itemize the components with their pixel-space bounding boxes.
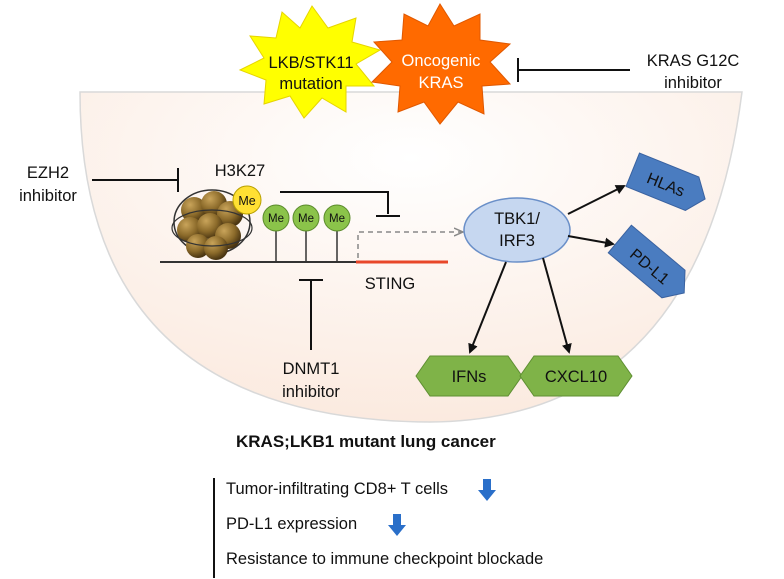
summary-title: KRAS;LKB1 mutant lung cancer — [236, 432, 496, 451]
lkb-star-shape — [238, 5, 382, 119]
arrow-to-pdl1 — [567, 235, 615, 248]
cxcl10-hexagon — [519, 355, 633, 397]
me-green-group — [262, 204, 351, 262]
kras-label-2: KRAS — [419, 74, 464, 92]
ifns-label: IFNs — [452, 368, 487, 386]
cxcl10-label: CXCL10 — [545, 368, 607, 386]
methyl-inhibit-line — [280, 191, 389, 214]
kras-label-1: Oncogenic — [402, 52, 481, 70]
tbk1-label-1: TBK1/ — [494, 210, 540, 228]
lkb-label-2: mutation — [279, 75, 342, 93]
me-green-label-2: Me — [298, 213, 314, 225]
arrow-to-ifns — [468, 261, 507, 354]
kras-inhibitor-label-2: inhibitor — [664, 74, 722, 92]
me-green-label-1: Me — [268, 213, 284, 225]
ezh2-label-2: inhibitor — [19, 187, 77, 205]
me-green-label-3: Me — [329, 213, 345, 225]
me-yellow-circle — [232, 185, 262, 215]
cell-body — [79, 91, 743, 423]
arrow-to-cxcl10 — [542, 257, 572, 354]
nucleosome-icon — [171, 189, 253, 260]
down-arrow-icon — [478, 479, 496, 501]
dnmt1-label-1: DNMT1 — [283, 360, 340, 378]
hlas-tag — [625, 152, 706, 211]
lkb-label-1: LKB/STK11 — [269, 54, 354, 72]
summary-item-pdl1: PD-L1 expression — [226, 515, 358, 533]
tbk1-node — [463, 197, 571, 263]
arrow-to-hlas — [567, 185, 626, 215]
summary-item-resistance: Resistance to immune checkpoint blockade — [226, 550, 544, 568]
pdl1-tag — [607, 224, 686, 299]
tbk1-label-2: IRF3 — [499, 232, 535, 250]
dnmt1-label-2: inhibitor — [282, 383, 340, 401]
me-yellow-label: Me — [238, 194, 255, 208]
summary-bracket — [213, 478, 215, 578]
ezh2-label-1: EZH2 — [27, 164, 69, 182]
summary-item-cd8: Tumor-infiltrating CD8+ T cells — [226, 480, 449, 498]
kras-star-shape — [370, 3, 512, 125]
kras-inhibitor-label-1: KRAS G12C — [647, 52, 740, 70]
h3k27-label: H3K27 — [215, 162, 265, 180]
sting-label: STING — [365, 275, 415, 293]
down-arrow-icon — [388, 514, 406, 536]
